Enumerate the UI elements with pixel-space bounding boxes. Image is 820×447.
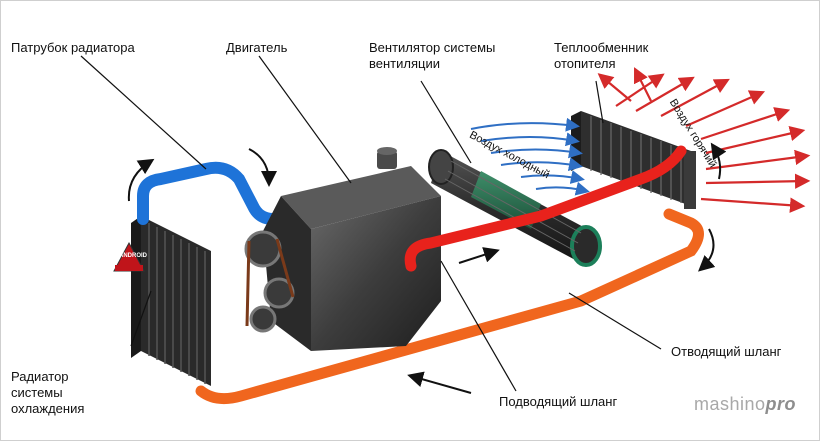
android-badge-logo <box>113 241 145 272</box>
watermark-logo: mashinopro <box>694 394 796 415</box>
engine <box>244 147 441 351</box>
ventilation-fan <box>428 149 602 267</box>
flow-direction-arrows <box>127 142 727 394</box>
fan-label: Вентилятор системы вентиляции <box>369 40 496 71</box>
return-hose <box>195 208 704 405</box>
supply-hose <box>404 145 687 272</box>
radiator-pipe <box>137 161 279 225</box>
supply-hose-label: Подводящий шланг <box>499 394 618 409</box>
hot-air-arrows <box>597 67 811 213</box>
watermark-text-left: mashino <box>694 394 766 414</box>
return-hose-label: Отводящий шланг <box>671 344 782 359</box>
engine-label: Двигатель <box>226 40 288 55</box>
heat-exchanger-label: Теплообменник отопителя <box>554 40 649 71</box>
cold-air-arrows <box>470 117 590 196</box>
radiator <box>131 216 211 386</box>
leader-lines <box>80 55 662 392</box>
android-badge-text: ANDROID <box>119 253 147 259</box>
watermark-text-right: pro <box>765 394 797 414</box>
radiator-label: Радиатор системы охлаждения <box>11 369 85 416</box>
radiator-pipe-label: Патрубок радиатора <box>11 40 135 55</box>
